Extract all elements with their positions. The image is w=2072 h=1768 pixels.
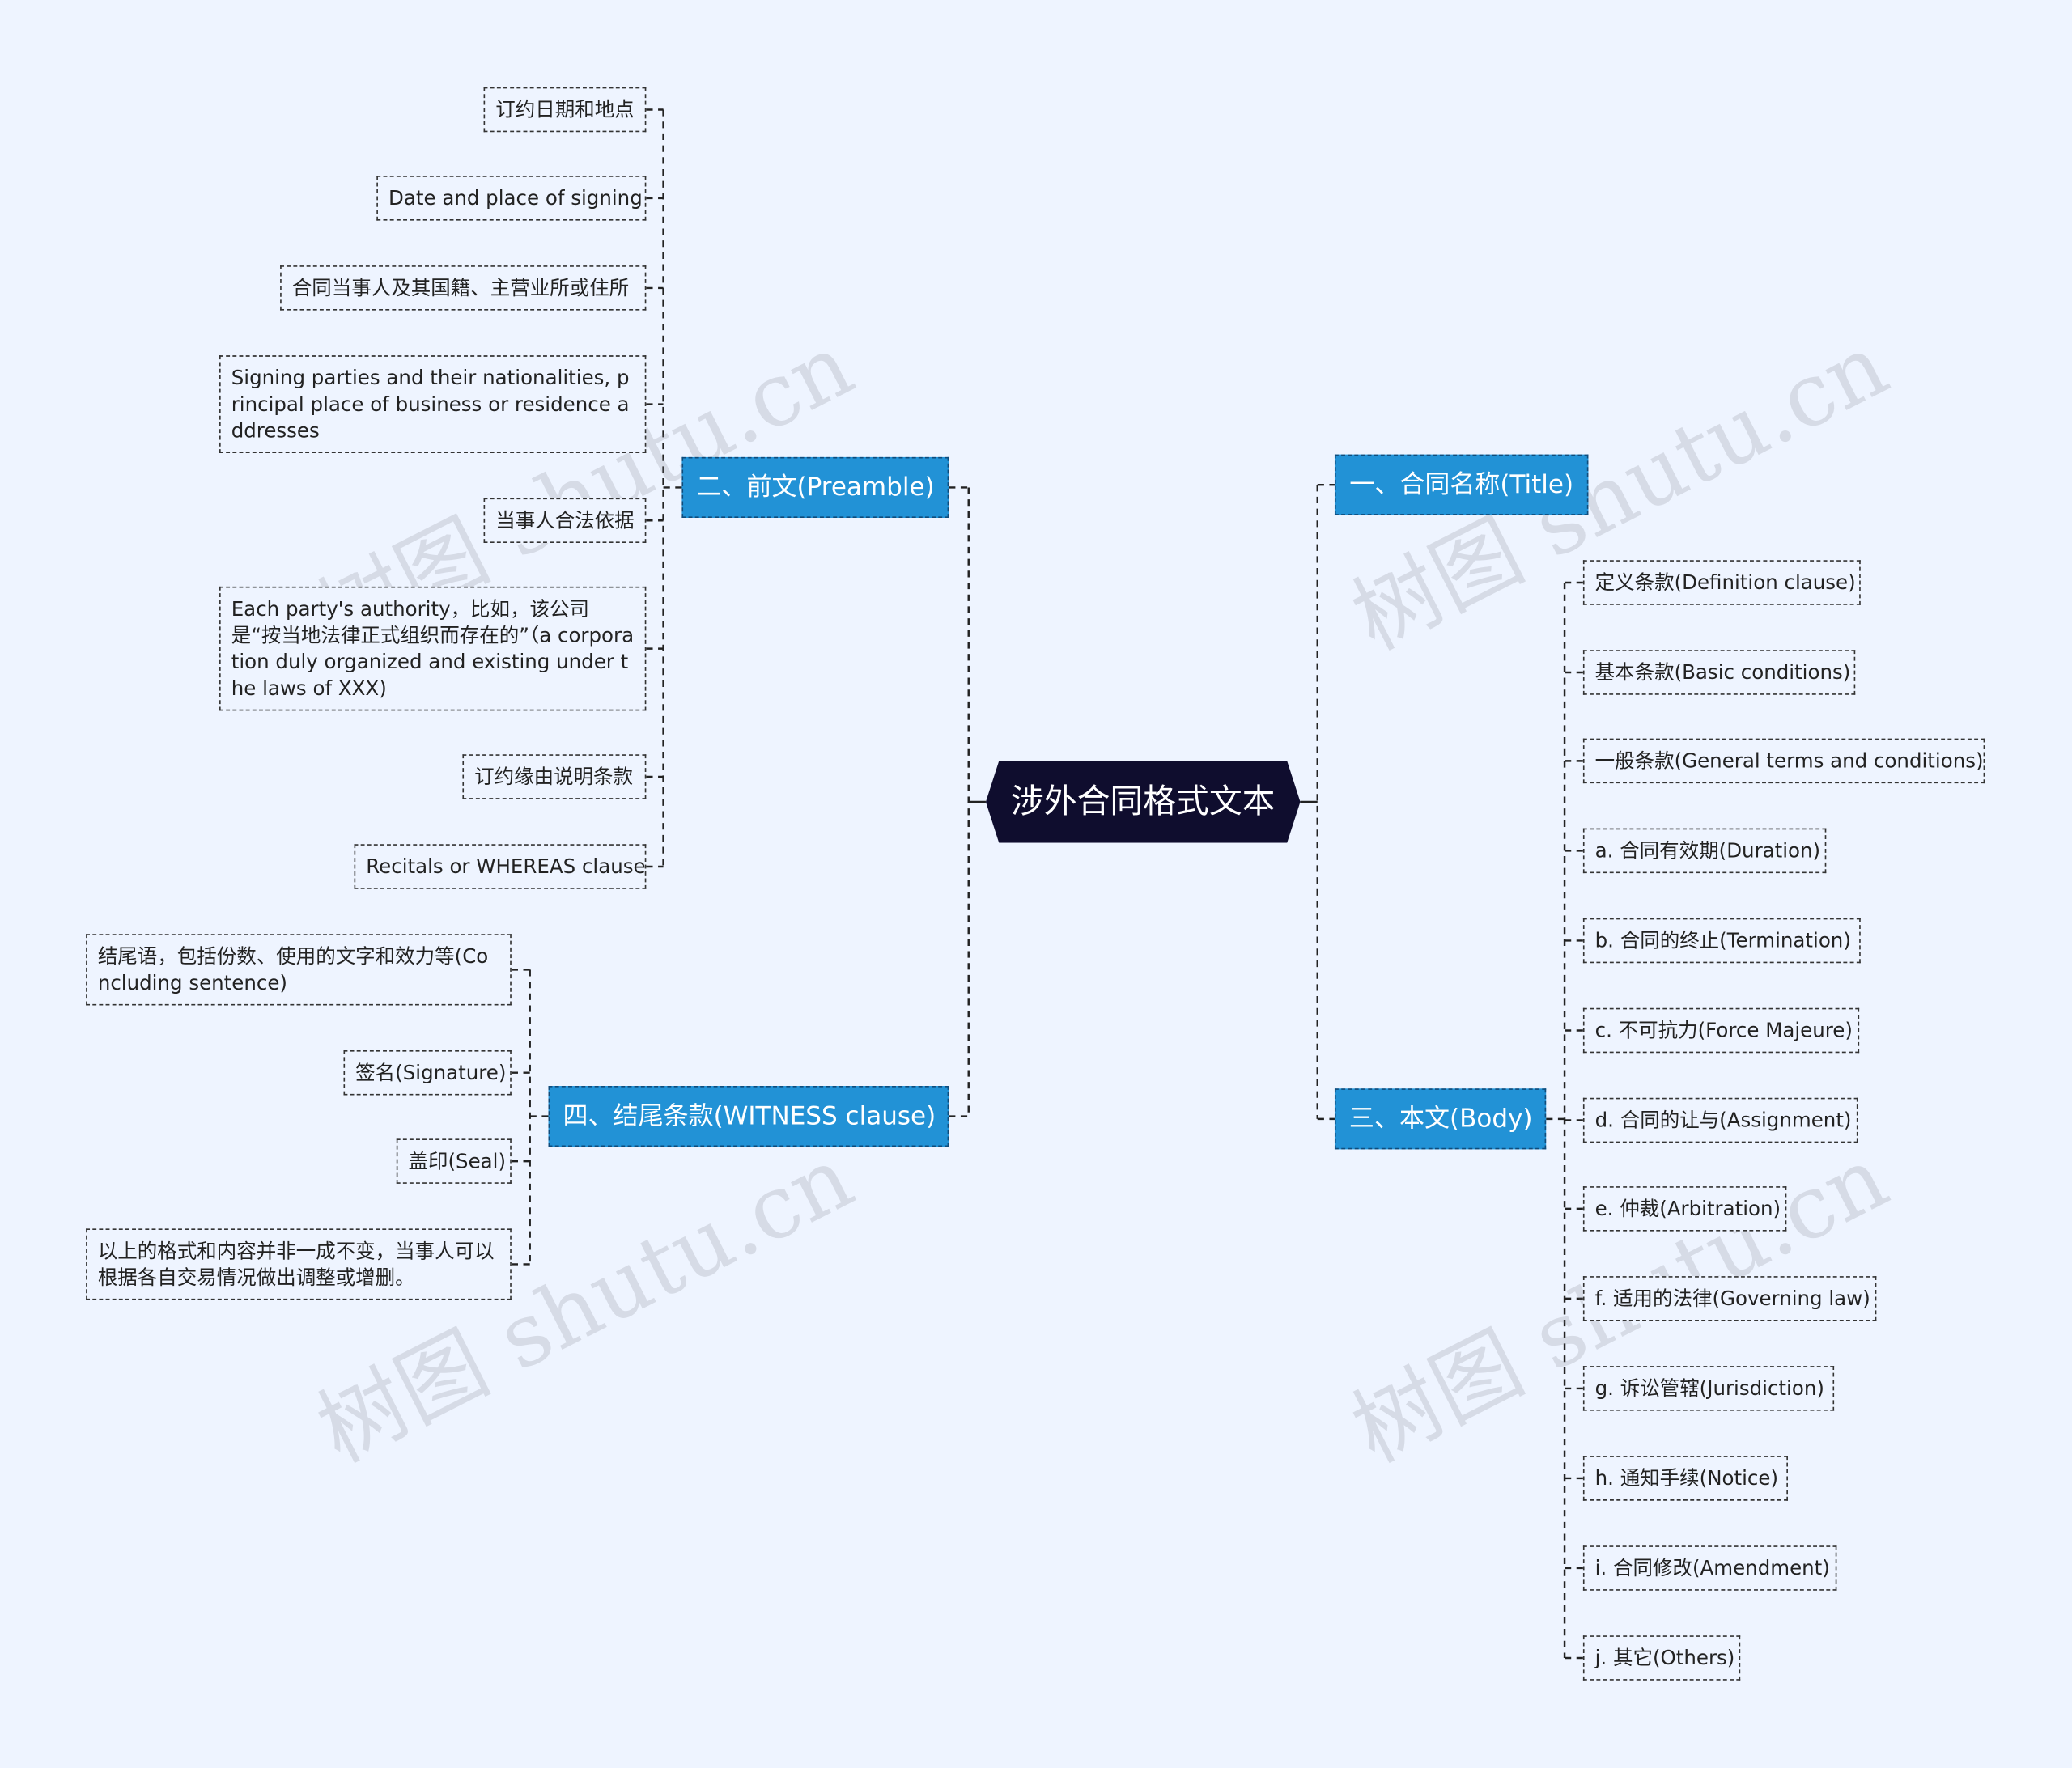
branch-title[interactable]: 一、合同名称(Title) [1334,454,1589,515]
body-item[interactable]: g. 诉讼管辖(Jurisdiction) [1582,1366,1835,1411]
preamble-item[interactable]: 当事人合法依据 [483,498,647,544]
hexagon-shape [985,761,1301,843]
branch-preamble[interactable]: 二、前文(Preamble) [681,456,949,518]
body-item[interactable]: c. 不可抗力(Force Majeure) [1582,1007,1860,1054]
body-item[interactable]: f. 适用的法律(Governing law) [1582,1276,1877,1321]
witness-item[interactable]: 盖印(Seal) [396,1138,512,1184]
body-item[interactable]: 定义条款(Definition clause) [1582,560,1861,605]
body-item[interactable]: 一般条款(General terms and conditions) [1582,738,1985,784]
body-item[interactable]: j. 其它(Others) [1582,1635,1741,1681]
root-label: 涉外合同格式文本 [1010,782,1276,820]
body-item[interactable]: a. 合同有效期(Duration) [1582,828,1827,874]
preamble-item[interactable]: Signing parties and their nationalities,… [219,355,647,453]
preamble-item[interactable]: Recitals or WHEREAS clause [354,844,647,889]
witness-item[interactable]: 以上的格式和内容并非一成不变，当事人可以根据各自交易情况做出调整或增删。 [86,1228,512,1300]
witness-item[interactable]: 结尾语，包括份数、使用的文字和效力等(Concluding sentence) [86,934,512,1006]
branch-witness[interactable]: 四、结尾条款(WITNESS clause) [548,1086,949,1147]
body-item[interactable]: i. 合同修改(Amendment) [1582,1545,1837,1591]
body-item[interactable]: e. 仲裁(Arbitration) [1582,1186,1787,1232]
root-topic[interactable]: 涉外合同格式文本 [985,761,1301,843]
body-item[interactable]: d. 合同的让与(Assignment) [1582,1097,1858,1143]
body-item[interactable]: 基本条款(Basic conditions) [1582,650,1856,695]
preamble-item[interactable]: 订约日期和地点 [483,87,647,133]
witness-item[interactable]: 签名(Signature) [343,1049,512,1096]
branch-body[interactable]: 三、本文(Body) [1334,1088,1547,1150]
preamble-item[interactable]: Date and place of signing [376,176,647,221]
preamble-item[interactable]: Each party's authority，比如，该公司是“按当地法律正式组织… [219,586,647,711]
body-item[interactable]: b. 合同的终止(Termination) [1582,918,1861,964]
preamble-item[interactable]: 合同当事人及其国籍、主营业所或住所 [280,265,647,311]
body-item[interactable]: h. 通知手续(Notice) [1582,1456,1788,1501]
preamble-item[interactable]: 订约缘由说明条款 [462,754,647,799]
